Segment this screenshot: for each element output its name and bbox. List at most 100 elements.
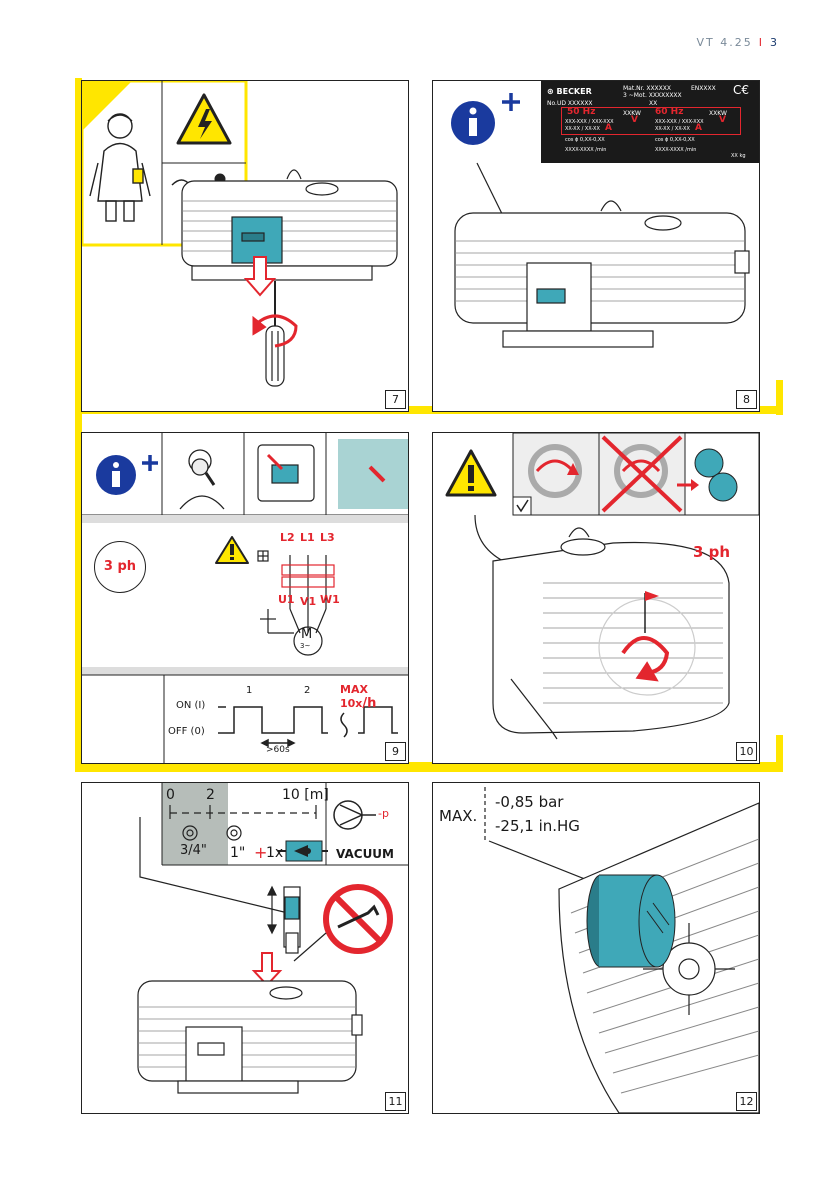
cos-phi-60: cos ϕ 0,XX-0,XX (655, 137, 695, 143)
page-number: 3 (770, 36, 779, 49)
panel-8-illustration (451, 93, 750, 348)
panel-12: MAX. -0,85 bar -25,1 in.HG 12 (432, 782, 760, 1114)
panel-9-illustration (82, 433, 408, 763)
yellow-frame-right (776, 735, 783, 770)
power-50: XXKW (623, 110, 641, 117)
minus-p: -p (378, 807, 389, 820)
freq-60hz: 60 Hz (655, 107, 684, 117)
panel-12-illustration (484, 787, 759, 1113)
panel-number: 7 (385, 390, 406, 409)
power-60: XXKW (709, 110, 727, 117)
panel-number: 8 (736, 390, 757, 409)
nameplate: ⊛ BECKER Mat.Nr. XXXXXX 3 ~Mot. XXXXXXXX… (541, 81, 759, 163)
pump-illustration (137, 980, 363, 1094)
yellow-frame-mid-right (776, 380, 783, 415)
down-arrow-icon (251, 952, 283, 987)
warning-icon (445, 449, 497, 497)
pipe-size-3-4: 3/4" (180, 843, 207, 858)
scale-zero: 0 (166, 787, 175, 803)
terminal-v1: V1 (300, 595, 317, 608)
three-phase-label: 3 ph (693, 543, 731, 561)
rotate-arrow-icon (252, 314, 298, 348)
max-label: MAX. (439, 807, 478, 825)
weight: XX kg (731, 153, 746, 159)
inspector-figure (179, 449, 225, 510)
terminal-u1: U1 (278, 593, 295, 606)
ce-mark: C€ (733, 83, 750, 97)
caution-icon (215, 536, 249, 564)
scale-two: 2 (206, 787, 215, 803)
brand-logo: ⊛ BECKER (547, 87, 592, 96)
yellow-frame-bottom (75, 762, 783, 772)
terminal-box-icon (257, 444, 315, 502)
serial-no: No.UD XXXXXX (547, 100, 593, 107)
mat-nr: Mat.Nr. XXXXXX (623, 85, 671, 92)
doc-code: VT 4.25 (696, 36, 753, 49)
yellow-frame-left (75, 78, 82, 772)
panel-11: 0 2 10 [m] 3/4" 1" + 1x -p VACUUM 11 (81, 782, 409, 1114)
one-x: 1x (266, 845, 284, 861)
wrong-rotation-icon (598, 433, 686, 516)
panel-number: 12 (736, 1092, 757, 1111)
terminal-l3: L3 (320, 531, 335, 544)
panel-10-illustration (445, 433, 759, 740)
motor-type: 3 ~Mot. XXXXXXXX (623, 92, 682, 99)
vacuum-gauge-assembly (267, 885, 301, 954)
pump-illustration (454, 200, 750, 348)
plus-sign: + (254, 843, 268, 862)
amp-unit-60: A (695, 123, 702, 133)
current-50: XX-XX / XX-XX (565, 126, 600, 132)
panel-number: 9 (385, 742, 406, 761)
panel-number: 11 (385, 1092, 406, 1111)
vacuum-label: VACUUM (336, 847, 394, 861)
volt-unit-50: V (631, 115, 638, 125)
amp-unit-50: A (605, 123, 612, 133)
freq-50hz: 50 Hz (567, 107, 596, 117)
info-icon (96, 455, 158, 495)
info-icon (451, 93, 520, 145)
terminal-l2: L2 (280, 531, 295, 544)
pump-illustration (181, 169, 398, 281)
voltage-60: XXX-XXX / XXX-XXX (655, 119, 704, 125)
off-label: OFF (0) (168, 726, 205, 737)
wiring-diagram (257, 550, 335, 656)
vacuum-relief-valve (586, 874, 676, 968)
pressure-bar: -0,85 bar (495, 793, 564, 811)
current-60: XX-XX / XX-XX (655, 126, 690, 132)
volt-unit-60: V (719, 115, 726, 125)
panel-7-illustration (82, 81, 398, 387)
worker-figure (89, 113, 151, 222)
year: XX (649, 100, 658, 107)
rpm-60: XXXX-XXXX /min (655, 147, 697, 153)
panel-number: 10 (736, 742, 757, 761)
max-cycles: MAX 10x/h (340, 683, 377, 711)
terminal-swap-icon (677, 433, 759, 516)
terminal-w1: W1 (320, 593, 340, 606)
terminal-l1: L1 (300, 531, 315, 544)
motor-symbol: M (301, 627, 313, 642)
panel-9: 3 ph L2 L1 L3 U1 V1 W1 M 3~ ON (I) OFF (… (81, 432, 409, 764)
check-valve-icon (278, 840, 328, 862)
no-cutting-icon (323, 884, 393, 954)
cycle-1: 1 (246, 685, 253, 696)
pipe-size-1: 1" (230, 845, 246, 861)
cos-phi-50: cos ϕ 0,XX-0,XX (565, 137, 605, 143)
panel-11-illustration (137, 783, 408, 1094)
motor-phase: 3~ (300, 642, 311, 650)
panel-7: 7 (81, 80, 409, 412)
screwdriver-icon (265, 281, 285, 387)
pump-illustration (492, 527, 730, 740)
yellow-frame-mid-top (75, 406, 783, 414)
on-label: ON (I) (176, 700, 206, 711)
wiring-photo-icon (338, 439, 408, 509)
pressure-inhg: -25,1 in.HG (495, 817, 580, 835)
panel-8: ⊛ BECKER Mat.Nr. XXXXXX 3 ~Mot. XXXXXXXX… (432, 80, 760, 412)
vacuum-pump-icon (333, 800, 376, 830)
cycle-2: 2 (304, 685, 311, 696)
panel-10: 3 ph 10 (432, 432, 760, 764)
en-code: ENXXXX (691, 85, 716, 92)
three-phase-badge: 3 ph (94, 541, 146, 593)
electric-warning-icon (176, 93, 232, 145)
rpm-50: XXXX-XXXX /min (565, 147, 607, 153)
